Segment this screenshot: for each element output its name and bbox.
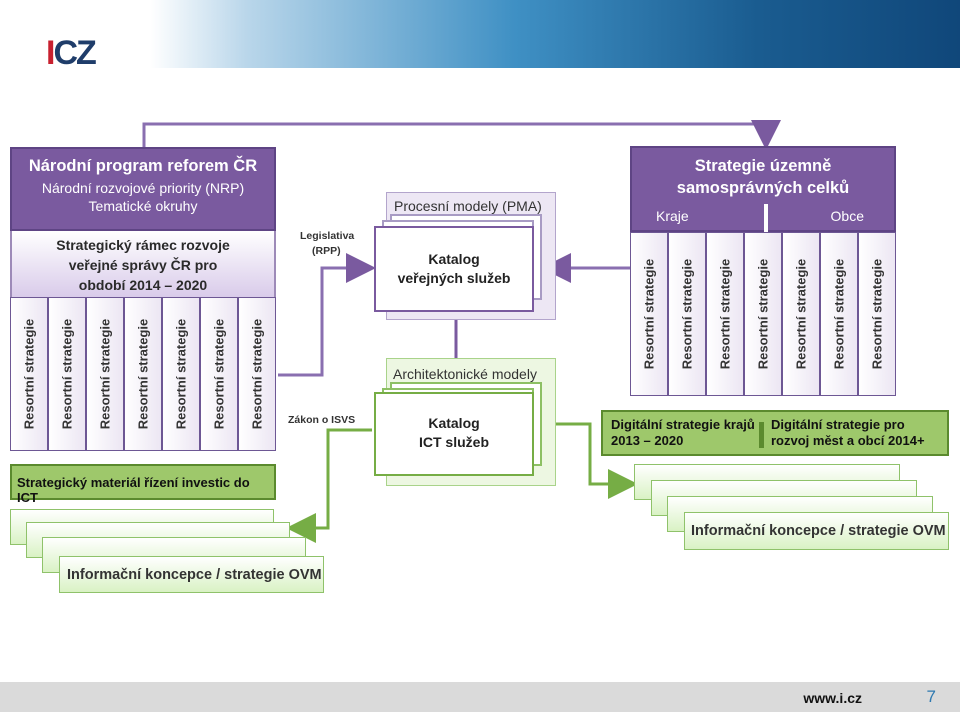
thematic-line: Tematické okruhy <box>88 198 198 214</box>
resort-column: Resortní strategie <box>162 297 200 451</box>
resort-column: Resortní strategie <box>820 232 858 396</box>
resort-column: Resortní strategie <box>48 297 86 451</box>
legislativa-label: Legislativa <box>300 230 355 242</box>
footer-bar: www.i.cz 7 <box>0 682 960 712</box>
frame-line-1: Strategický rámec rozvoje <box>56 237 230 253</box>
resort-column: Resortní strategie <box>858 232 896 396</box>
left-columns: Resortní strategie Resortní strategie Re… <box>10 297 276 451</box>
ict-investment-bar: Strategický materiál řízení investic do … <box>10 464 276 505</box>
resort-column: Resortní strategie <box>238 297 276 451</box>
zakon-label: Zákon o ISVS <box>288 414 356 426</box>
process-models-title: Procesní modely (PMA) <box>394 198 542 214</box>
footer-url[interactable]: www.i.cz <box>803 690 862 706</box>
public-services-catalog: Katalog veřejných služeb <box>374 226 534 312</box>
territorial-title-2: samosprávných celků <box>676 179 850 197</box>
resort-column: Resortní strategie <box>86 297 124 451</box>
digital-divider <box>759 422 764 448</box>
ovm-card: Informační koncepce / strategie OVM <box>59 556 324 593</box>
architecture-models-title: Architektonické modely <box>393 366 537 382</box>
arrow-ict-to-right-cards <box>545 422 638 499</box>
resort-column: Resortní strategie <box>124 297 162 451</box>
right-columns: Resortní strategie Resortní strategie Re… <box>630 232 896 396</box>
territorial-strategy-box: Strategie územně samosprávných celků Kra… <box>630 146 896 232</box>
header-gradient-bar <box>150 0 960 68</box>
resort-column: Resortní strategie <box>200 297 238 451</box>
resort-column: Resortní strategie <box>630 232 668 396</box>
resort-column: Resortní strategie <box>668 232 706 396</box>
frame-line-2: veřejné správy ČR pro <box>68 257 218 273</box>
arrow-left-to-catalog <box>278 253 376 377</box>
ovm-card: Informační koncepce / strategie OVM <box>684 512 949 550</box>
ovm-card-label: Informační koncepce / strategie OVM <box>691 523 946 539</box>
kraje-obce-divider <box>764 204 768 232</box>
national-program-title: Národní program reforem ČR <box>28 157 258 175</box>
ovm-card-label: Informační koncepce / strategie OVM <box>67 567 322 583</box>
resort-column: Resortní strategie <box>744 232 782 396</box>
national-program-box: Národní program reforem ČR Národní rozvo… <box>10 147 276 231</box>
obce-label: Obce <box>830 208 864 224</box>
nrp-line: Národní rozvojové priority (NRP) <box>41 180 245 196</box>
rpp-label: (RPP) <box>312 245 341 257</box>
frame-line-3: období 2014 – 2020 <box>78 277 208 293</box>
resort-column: Resortní strategie <box>706 232 744 396</box>
strategic-frame-box: Strategický rámec rozvoje veřejné správy… <box>10 231 276 297</box>
arrow-top-link <box>142 120 781 150</box>
resort-column: Resortní strategie <box>782 232 820 396</box>
arrow-ict-to-left-cards <box>286 428 372 543</box>
ict-services-catalog: Katalog ICT služeb <box>374 392 534 476</box>
resort-column: Resortní strategie <box>10 297 48 451</box>
page-number: 7 <box>926 687 936 706</box>
icz-logo: ICZ <box>46 34 97 72</box>
territorial-title-1: Strategie územně <box>694 157 832 175</box>
kraje-label: Kraje <box>656 208 689 224</box>
